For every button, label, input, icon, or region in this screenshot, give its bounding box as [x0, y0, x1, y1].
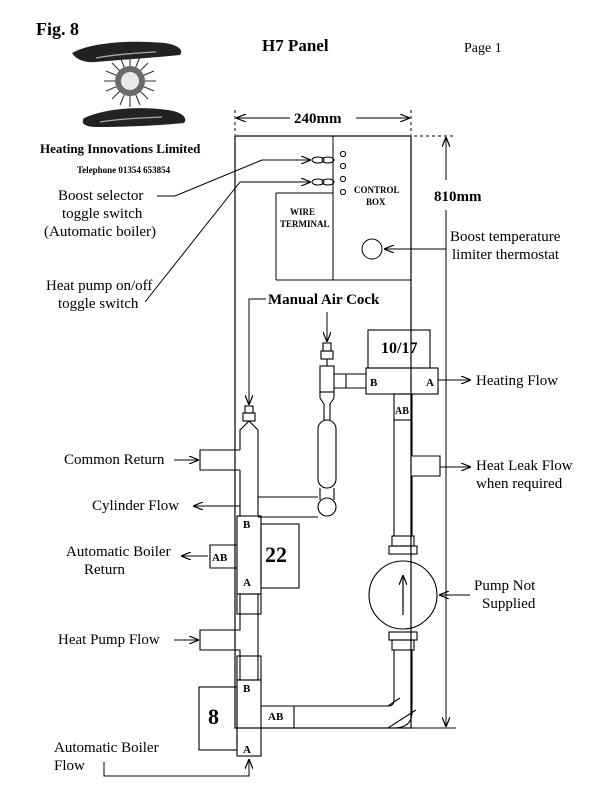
company-name: Heating Innovations Limited: [40, 141, 201, 156]
heat-leak-label-1: Heat Leak Flow: [476, 458, 573, 474]
valve-22-label: 22: [265, 542, 287, 567]
telephone: Telephone 01354 653854: [77, 165, 171, 175]
boost-selector-label-2: toggle switch: [62, 206, 143, 222]
control-box-label-2: BOX: [366, 197, 386, 207]
heat-leak-label-2: when required: [476, 476, 563, 492]
boost-thermostat-label-1: Boost temperature: [450, 229, 561, 245]
auto-boiler-return-label-1: Automatic Boiler: [66, 544, 171, 560]
valve-22-port-a: A: [243, 577, 251, 589]
manual-air-cock-assembly: [258, 342, 346, 518]
manual-air-cock-label: Manual Air Cock: [268, 292, 380, 308]
heat-pump-toggle-leader: [144, 182, 310, 303]
auto-boiler-flow-label-2: Flow: [54, 758, 85, 774]
height-label: 810mm: [434, 189, 482, 205]
panel-title: H7 Panel: [262, 36, 329, 55]
valve-1017-label: 10/17: [381, 340, 417, 357]
left-air-vent-leader: [249, 298, 266, 404]
valve-8-port-b: B: [243, 683, 251, 695]
valve-8-port-a: A: [243, 744, 251, 756]
auto-boiler-flow-leader: [103, 760, 249, 777]
wire-terminal-label-1: WIRE: [290, 207, 315, 217]
boost-thermostat-label-2: limiter thermostat: [452, 247, 560, 263]
wire-terminal-label-2: TERMINAL: [280, 219, 330, 229]
valve-8-port-ab: AB: [268, 711, 284, 723]
width-label: 240mm: [294, 111, 342, 127]
page-label: Page 1: [464, 41, 502, 56]
pump-label-2: Supplied: [482, 596, 536, 612]
heat-pump-toggle-label-1: Heat pump on/off: [46, 278, 152, 294]
valve-22-port-b: B: [243, 519, 251, 531]
control-box-label-1: CONTROL: [354, 185, 400, 195]
control-box: [275, 136, 411, 281]
boost-selector-label-3: (Automatic boiler): [44, 224, 156, 240]
company-logo: [72, 41, 186, 127]
valve-22-port-ab: AB: [212, 552, 228, 564]
height-dimension: 810mm: [410, 135, 482, 729]
cylinder-flow-label: Cylinder Flow: [92, 498, 179, 514]
heat-pump-toggle-label-2: toggle switch: [58, 296, 139, 312]
common-return-label: Common Return: [64, 452, 165, 468]
valve-1017-port-a: A: [426, 377, 434, 389]
heat-pump-flow-label: Heat Pump Flow: [58, 632, 160, 648]
valve-1017-port-b: B: [370, 377, 378, 389]
boost-selector-toggle-switch: [311, 156, 335, 164]
left-pipe-stack: [198, 405, 417, 757]
boost-selector-leader: [157, 160, 310, 197]
width-dimension: 240mm: [234, 110, 412, 135]
auto-boiler-flow-label-1: Automatic Boiler: [54, 740, 159, 756]
fig-label: Fig. 8: [36, 19, 79, 39]
valve-1017-port-ab: AB: [395, 406, 409, 417]
valve-8-label: 8: [208, 704, 219, 729]
boost-selector-label-1: Boost selector: [58, 188, 143, 204]
pump-label-1: Pump Not: [474, 578, 536, 594]
heat-pump-toggle-switch: [311, 178, 335, 186]
heating-flow-label: Heating Flow: [476, 373, 558, 389]
boost-thermostat-knob: [361, 238, 383, 260]
auto-boiler-return-label-2: Return: [84, 562, 125, 578]
right-pipe-stack: [345, 329, 441, 729]
